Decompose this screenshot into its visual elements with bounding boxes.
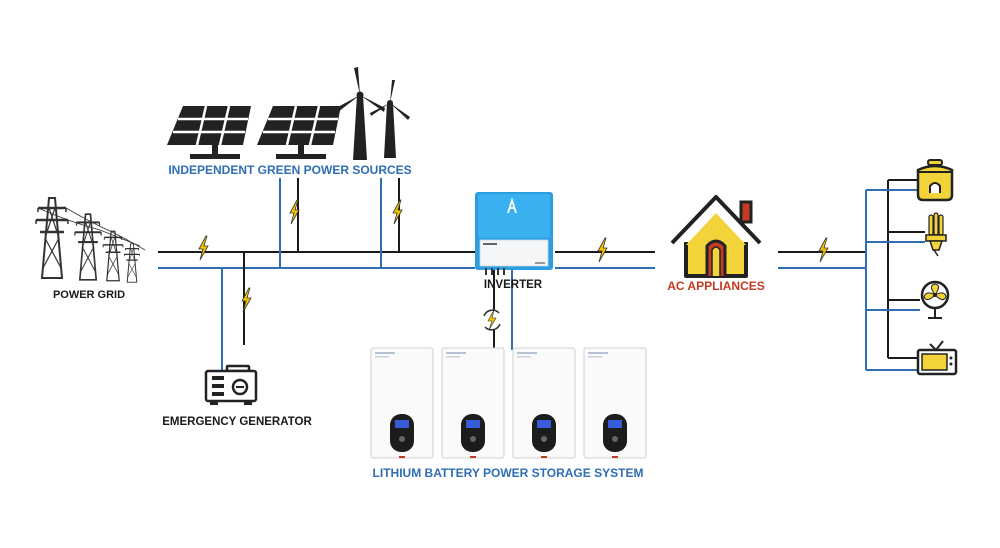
inverter-label: INVERTER [484, 279, 543, 291]
cycle-bolt-icon [482, 309, 502, 331]
power-grid-label: POWER GRID [53, 289, 125, 301]
battery-unit-icon [512, 347, 576, 459]
battery-unit-icon [441, 347, 505, 459]
solar-panel-icon [257, 105, 341, 159]
lightning-bolt-icon [198, 235, 209, 261]
lightning-bolt-icon [392, 199, 403, 225]
wind-turbine-icon [370, 80, 410, 158]
power-tower-icon [34, 196, 146, 283]
generator-icon [204, 364, 258, 405]
house-icon [670, 195, 762, 278]
rice-cooker-icon [916, 159, 954, 202]
wind-turbine-icon [336, 67, 385, 160]
inverter-icon [475, 192, 553, 275]
battery-system-label: LITHIUM BATTERY POWER STORAGE SYSTEM [373, 466, 644, 480]
emergency-generator-label: EMERGENCY GENERATOR [162, 416, 312, 428]
lightning-bolt-icon [597, 237, 608, 263]
fan-icon [920, 280, 950, 319]
battery-unit-icon [583, 347, 647, 459]
wiring [158, 178, 925, 371]
ac-appliances-label: AC APPLIANCES [667, 279, 765, 293]
battery-unit-icon [370, 347, 434, 459]
tv-icon [916, 340, 958, 376]
green-sources-label: INDEPENDENT GREEN POWER SOURCES [168, 163, 411, 177]
lightning-bolt-icon [818, 237, 829, 263]
light-bulb-icon [925, 212, 947, 257]
solar-panel-icon [167, 105, 251, 159]
